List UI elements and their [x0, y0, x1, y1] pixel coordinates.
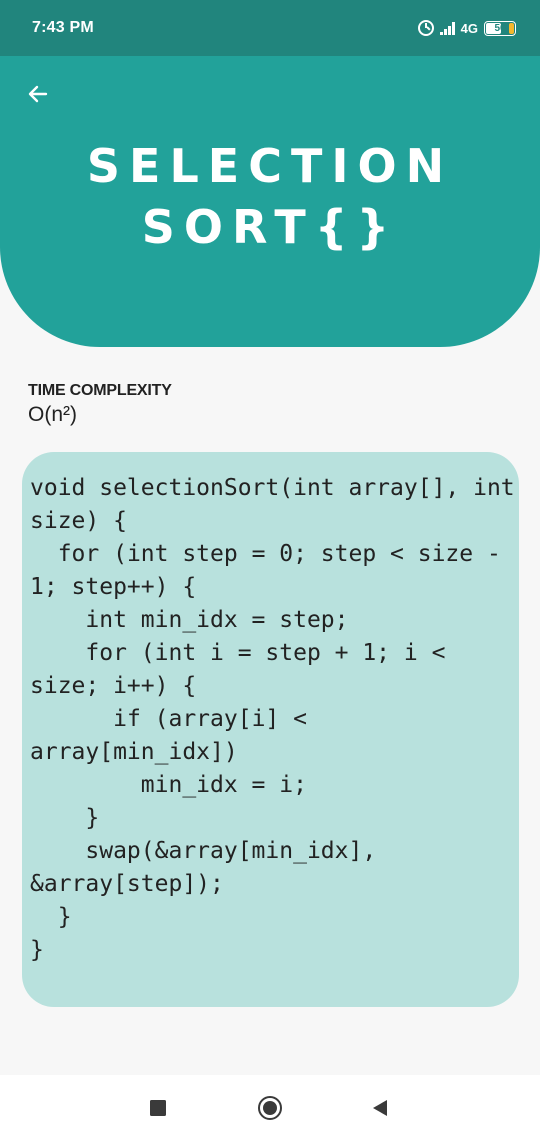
- time-complexity-value: O(n²): [28, 403, 77, 426]
- alarm-icon: [417, 20, 434, 36]
- status-time: 7:43 PM: [32, 19, 94, 36]
- signal-icon: [439, 21, 455, 35]
- battery-level: 50: [494, 22, 506, 34]
- back-nav-button[interactable]: [367, 1095, 393, 1121]
- status-icons: 4G 50: [417, 20, 516, 36]
- header: SELECTION SORT{}: [0, 56, 540, 347]
- arrow-left-icon: [28, 85, 48, 103]
- code-text: void selectionSort(int array[], int size…: [30, 475, 515, 963]
- time-complexity-label: TIME COMPLEXITY: [28, 382, 172, 399]
- status-bar: 7:43 PM 4G 50: [0, 0, 540, 56]
- page-title: SELECTION SORT{}: [86, 139, 454, 254]
- navigation-bar: [0, 1075, 540, 1140]
- recent-apps-button[interactable]: [145, 1095, 171, 1121]
- recent-apps-icon: [150, 1100, 166, 1116]
- code-block: void selectionSort(int array[], int size…: [22, 452, 519, 1007]
- home-button[interactable]: [257, 1095, 283, 1121]
- network-type: 4G: [460, 20, 478, 36]
- back-button[interactable]: [24, 80, 52, 108]
- home-icon: [258, 1096, 282, 1120]
- battery-icon: 50: [484, 20, 516, 36]
- back-triangle-icon: [373, 1100, 387, 1116]
